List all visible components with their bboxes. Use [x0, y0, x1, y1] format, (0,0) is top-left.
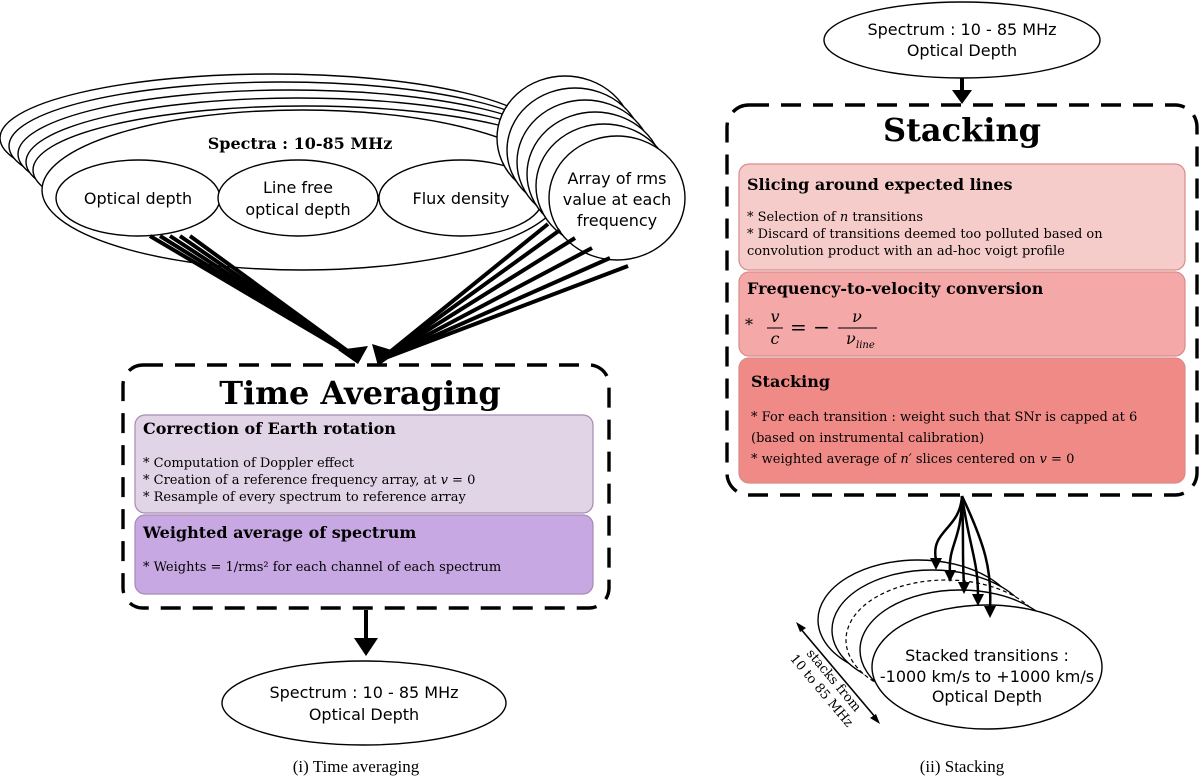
stack-range-arrowhead-bottom: [870, 714, 880, 724]
right-input-ellipse: [823, 1, 1101, 79]
left-output-ellipse: [221, 660, 507, 746]
stacked-label-2: -1000 km/s to +1000 km/s: [880, 667, 1094, 686]
weighted-average-title: Weighted average of spectrum: [142, 523, 416, 542]
flux-density-label: Flux density: [412, 189, 509, 208]
stacking-line-2: (based on instrumental calibration): [751, 431, 984, 446]
branch-arrow: [960, 495, 966, 585]
stacked-transitions-ellipse: [871, 604, 1103, 730]
earth-rotation-line-1: * Computation of Doppler effect: [143, 456, 355, 471]
branch-arrowhead: [972, 594, 984, 606]
earth-rotation-line-3: * Resample of every spectrum to referenc…: [143, 490, 467, 505]
earth-rotation-line-2: * Creation of a reference frequency arra…: [143, 473, 475, 488]
branch-arrowhead: [930, 558, 942, 570]
line-free-label-2: optical depth: [245, 200, 350, 219]
rms-main-ellipse: [548, 135, 686, 261]
line-free-label-1: Line free: [263, 178, 333, 197]
output-arrowhead: [354, 638, 378, 656]
formula-nu-line: ν: [846, 329, 856, 348]
branch-arrow: [960, 495, 992, 609]
right-caption: (ii) Stacking: [920, 757, 1005, 776]
optical-depth-label: Optical depth: [84, 189, 192, 208]
stacking-input-arrowhead: [952, 90, 972, 104]
formula-equals: = −: [790, 315, 830, 339]
frequency-velocity-box: [738, 271, 1186, 357]
stacked-output: Stacked transitions : -1000 km/s to +100…: [817, 559, 1103, 730]
time-averaging-frame: [121, 363, 611, 610]
left-output-label-1: Spectrum : 10 - 85 MHz: [269, 683, 458, 702]
stacking-title: Stacking: [883, 111, 1041, 149]
slicing-box: [738, 163, 1186, 271]
arrow-line: [379, 264, 629, 362]
branch-arrowhead: [944, 570, 956, 582]
branch-arrowhead: [984, 606, 996, 618]
stacking-box-title: Stacking: [751, 372, 830, 391]
rms-label-2: value at each: [563, 190, 672, 209]
arrow-line: [379, 256, 611, 362]
branch-arrow: [960, 495, 980, 597]
right-input-label-1: Spectrum : 10 - 85 MHz: [867, 20, 1056, 39]
branch-arrowheads: [930, 558, 996, 618]
arrow-line: [188, 234, 362, 362]
formula-c: c: [771, 329, 780, 348]
earth-rotation-title: Correction of Earth rotation: [143, 419, 396, 438]
stack-range-arrowhead-top: [796, 622, 806, 632]
stacking-line-1: * For each transition : weight such that…: [751, 410, 1137, 425]
earth-rotation-box: [134, 414, 594, 514]
frequency-velocity-title: Frequency-to-velocity conversion: [747, 279, 1044, 298]
slicing-line-1: * Selection of n transitions: [747, 210, 923, 225]
right-input-label-2: Optical Depth: [907, 41, 1017, 60]
arrow-line: [378, 228, 562, 362]
arrowhead-right: [372, 344, 398, 366]
stacked-label-3: Optical Depth: [932, 687, 1042, 706]
line-free-ellipse: [217, 159, 379, 237]
formula-bullet: *: [745, 315, 753, 334]
rms-label-1: Array of rms: [568, 169, 667, 188]
arrowhead-left: [338, 346, 368, 364]
formula-line-subscript: line: [856, 340, 875, 351]
slicing-line-2: * Discard of transitions deemed too poll…: [747, 227, 1103, 242]
slicing-title: Slicing around expected lines: [747, 175, 1013, 194]
stacking-box: [738, 357, 1186, 484]
spectra-stack: Spectra : 10-85 MHz Optical depth Line f…: [0, 73, 578, 271]
rms-stack: Array of rms value at each frequency: [496, 75, 686, 261]
stacked-label-1: Stacked transitions :: [905, 646, 1069, 665]
branch-arrows: [933, 495, 992, 609]
stacking-line-3: * weighted average of n′ slices centered…: [751, 452, 1074, 467]
time-averaging-title: Time Averaging: [219, 374, 501, 412]
left-output-label-2: Optical Depth: [309, 705, 419, 724]
arrow-line: [378, 236, 577, 362]
formula-nu: ν: [852, 307, 862, 326]
weighted-average-line: * Weights = 1/rms² for each channel of e…: [143, 560, 501, 575]
rms-label-3: frequency: [577, 211, 657, 230]
left-caption: (i) Time averaging: [293, 757, 420, 776]
stacking-frame: [725, 103, 1199, 497]
spectra-title: Spectra : 10-85 MHz: [208, 134, 393, 153]
velocity-formula: * v c = − ν ν line: [745, 307, 877, 351]
weighted-average-box: [134, 514, 594, 595]
branch-arrowhead: [958, 582, 970, 594]
stack-range-arrow: [799, 627, 877, 719]
input-arrows: [148, 222, 629, 362]
formula-v: v: [770, 307, 779, 326]
arrow-line: [379, 246, 593, 362]
slicing-line-3: convolution product with an ad-hoc voigt…: [747, 244, 1065, 259]
